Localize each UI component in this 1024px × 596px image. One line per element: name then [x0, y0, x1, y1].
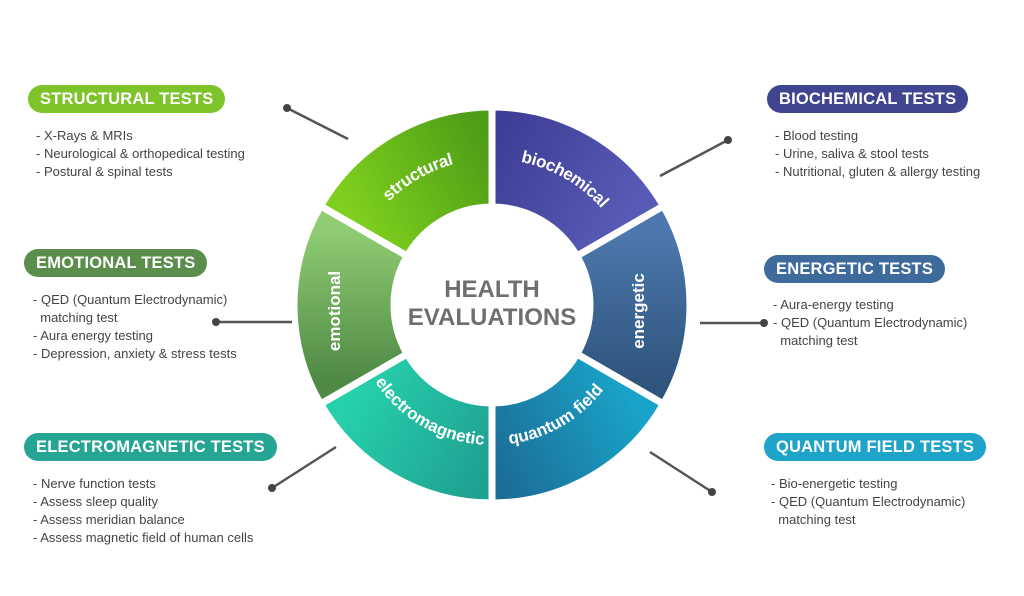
quantum-field-tests-list: Bio-energetic testingQED (Quantum Electr… [771, 475, 965, 529]
energetic-test-item: matching test [780, 333, 858, 348]
structural-tests-heading: STRUCTURAL TESTS [28, 85, 226, 113]
emotional-tests-heading: EMOTIONAL TESTS [24, 249, 208, 277]
structural-test-item: Postural & spinal tests [36, 163, 245, 181]
electromagnetic-tests-heading: ELECTROMAGNETIC TESTS [24, 433, 277, 461]
energetic-tests-list: Aura-energy testingQED (Quantum Electrod… [773, 296, 967, 350]
structural-tests-list: X-Rays & MRIsNeurological & orthopedical… [36, 127, 245, 181]
biochemical-test-item: Nutritional, gluten & allergy testing [775, 163, 980, 181]
structural-segment [315, 103, 496, 261]
biochemical-test-item: Blood testing [775, 127, 980, 145]
electromagnetic-segment [315, 349, 496, 507]
emotional-tests-list: QED (Quantum Electrodynamic)matching tes… [33, 291, 237, 363]
electromagnetic-tests-list: Nerve function testsAssess sleep quality… [33, 475, 253, 547]
center-title-line: HEALTH [444, 276, 540, 303]
quantum-test-item: matching test [778, 512, 856, 527]
structural-connector [283, 104, 349, 141]
biochemical-tests-list: Blood testingUrine, saliva & stool tests… [775, 127, 980, 181]
electromagnetic-test-item: Assess meridian balance [33, 511, 253, 529]
connector-dot [724, 136, 732, 144]
structural-test-item: Neurological & orthopedical testing [36, 145, 245, 163]
connector-dot [708, 488, 716, 496]
quantum-segment [488, 349, 669, 507]
energetic-connector [700, 319, 768, 327]
electromagnetic-connector [268, 445, 337, 492]
emotional-segment-label: emotional [325, 271, 344, 351]
center-title-line: EVALUATIONS [408, 304, 576, 331]
biochemical-tests-heading: BIOCHEMICAL TESTS [767, 85, 969, 113]
connector-dot [283, 104, 291, 112]
emotional-test-item: QED (Quantum Electrodynamic) [33, 291, 237, 309]
biochemical-test-item: Urine, saliva & stool tests [775, 145, 980, 163]
electromagnetic-test-item: Assess sleep quality [33, 493, 253, 511]
quantum-field-tests-heading: QUANTUM FIELD TESTS [764, 433, 987, 461]
quantum-test-item: Bio-energetic testing [771, 475, 965, 493]
emotional-test-item: Aura energy testing [33, 327, 237, 345]
electromagnetic-test-item: Assess magnetic field of human cells [33, 529, 253, 547]
emotional-test-item: Depression, anxiety & stress tests [33, 345, 237, 363]
quantum-test-item: QED (Quantum Electrodynamic) [771, 493, 965, 511]
electromagnetic-test-item: Nerve function tests [33, 475, 253, 493]
energetic-test-item: QED (Quantum Electrodynamic) [773, 314, 967, 332]
energetic-test-item: Aura-energy testing [773, 296, 967, 314]
connector-dot [268, 484, 276, 492]
emotional-connector [212, 318, 292, 326]
structural-test-item: X-Rays & MRIs [36, 127, 245, 145]
emotional-test-item: matching test [40, 310, 118, 325]
quantum-field-connector [649, 450, 716, 496]
connector-dot [760, 319, 768, 327]
emotional-segment [290, 201, 412, 409]
energetic-segment [572, 201, 694, 409]
connector-dot [212, 318, 220, 326]
biochemical-segment [488, 103, 669, 261]
biochemical-connector [659, 136, 732, 178]
energetic-tests-heading: ENERGETIC TESTS [764, 255, 946, 283]
energetic-segment-label: energetic [629, 273, 648, 349]
